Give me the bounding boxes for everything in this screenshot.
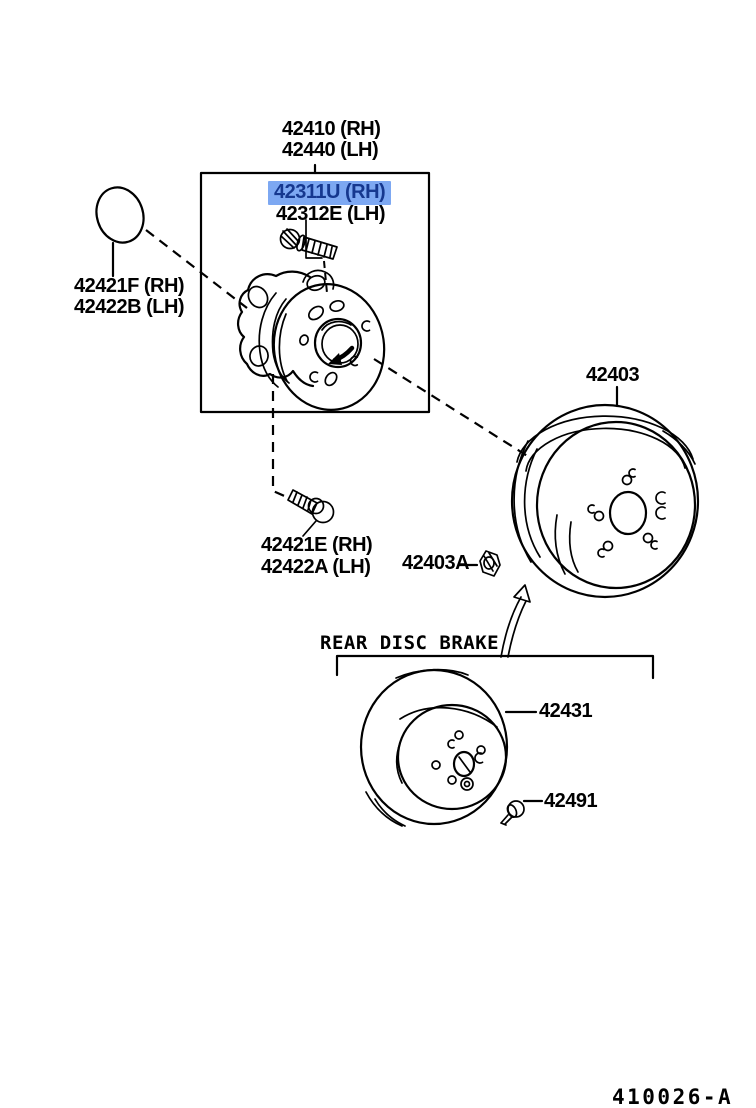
- bearing-leader-line: [305, 219, 323, 259]
- hub-assembly-label-rh[interactable]: 42410 (RH): [282, 118, 381, 140]
- hub-assembly-label-lh[interactable]: 42440 (LH): [282, 139, 379, 161]
- curved-arrow: [500, 596, 522, 658]
- grease-cap-label-lh[interactable]: 42422B (LH): [74, 296, 185, 318]
- cap-to-hub-dashed-line: [145, 229, 248, 309]
- grease-cap-drawing: [95, 186, 145, 278]
- drum-nut-drawing: [458, 550, 501, 577]
- brake-drum-drawing: [510, 385, 700, 599]
- disc-screw-drawing: [500, 799, 544, 826]
- brake-disc-label[interactable]: 42431: [539, 700, 593, 722]
- hub-to-drum-dashed-line: [373, 358, 530, 458]
- brake-disc-drawing: [359, 668, 538, 827]
- hub-to-bolt-dashed-line: [271, 374, 290, 500]
- drum-nut-label[interactable]: 42403A: [402, 552, 470, 574]
- hub-bearing-drawing: [237, 219, 386, 411]
- section-title: REAR DISC BRAKE: [320, 632, 500, 654]
- grease-cap-label-rh[interactable]: 42421F (RH): [74, 275, 185, 297]
- bearing-dashed-line: [323, 260, 328, 294]
- rear-disc-brake-bracket: [335, 584, 655, 680]
- hub-bearing-label-lh[interactable]: 42312E (LH): [276, 203, 386, 225]
- hub-bolt-label-lh[interactable]: 42422A (LH): [261, 556, 371, 578]
- figure-code: 410026-A: [612, 1085, 734, 1108]
- disc-screw-label[interactable]: 42491: [544, 790, 598, 812]
- brake-drum-label[interactable]: 42403: [586, 364, 640, 386]
- hub-bolt-label-rh[interactable]: 42421E (RH): [261, 534, 373, 556]
- hub-bearing-label-rh-highlighted[interactable]: 42311U (RH): [268, 181, 392, 205]
- wheel-stud-icon: [279, 228, 338, 260]
- hub-bolt-drawing: [287, 489, 335, 537]
